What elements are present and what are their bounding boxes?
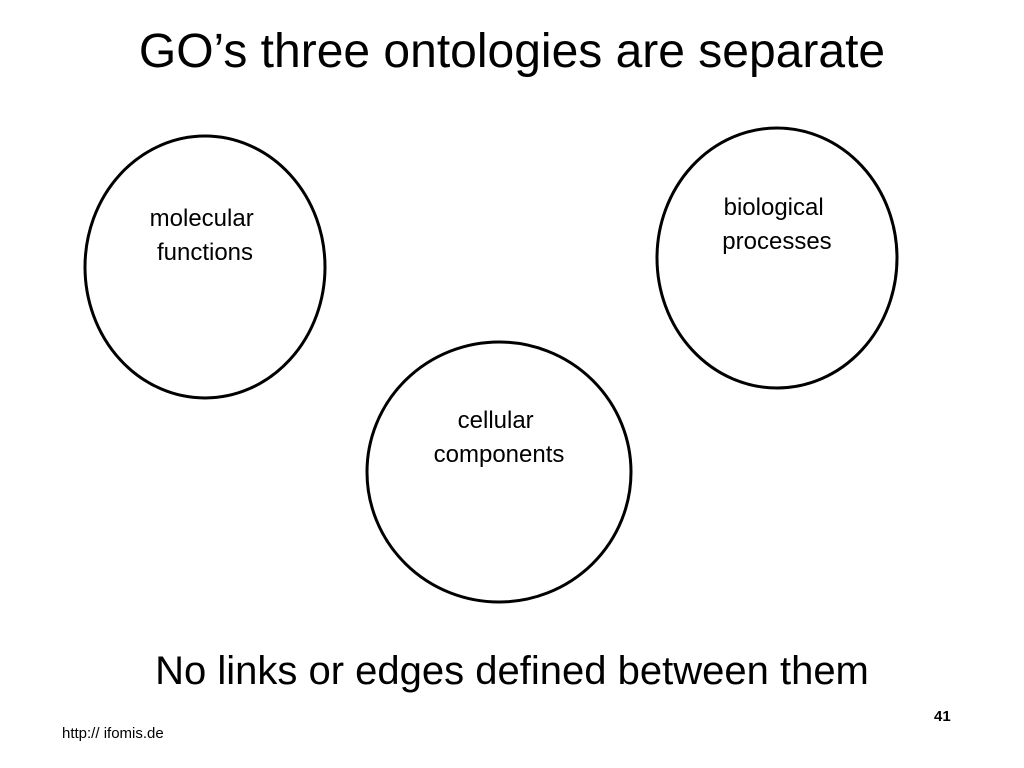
molecular-functions-label-line-1: molecular [150, 205, 254, 232]
cellular-components-oval [365, 340, 633, 604]
cellular-components-label-line-2: components [434, 441, 565, 468]
cellular-components-label-line-1: cellular [458, 407, 534, 434]
ontology-node-biological-processes: biological processes [655, 126, 899, 390]
ontology-node-cellular-components: cellular components [365, 340, 633, 604]
caption: No links or edges defined between them [155, 649, 869, 693]
biological-processes-label-line-2: processes [722, 228, 831, 255]
molecular-functions-label: molecular functions [150, 205, 261, 266]
cellular-components-label: cellular components [434, 407, 565, 468]
biological-processes-label-line-1: biological [724, 194, 824, 221]
molecular-functions-label-line-2: functions [157, 239, 253, 266]
footer-url: http:// ifomis.de [62, 725, 164, 742]
biological-processes-oval [655, 126, 899, 390]
ontology-node-molecular-functions: molecular functions [83, 134, 327, 400]
molecular-functions-oval [83, 134, 327, 400]
page-number: 41 [934, 708, 951, 725]
slide-title: GO’s three ontologies are separate [138, 25, 886, 78]
biological-processes-label: biological processes [722, 194, 831, 255]
